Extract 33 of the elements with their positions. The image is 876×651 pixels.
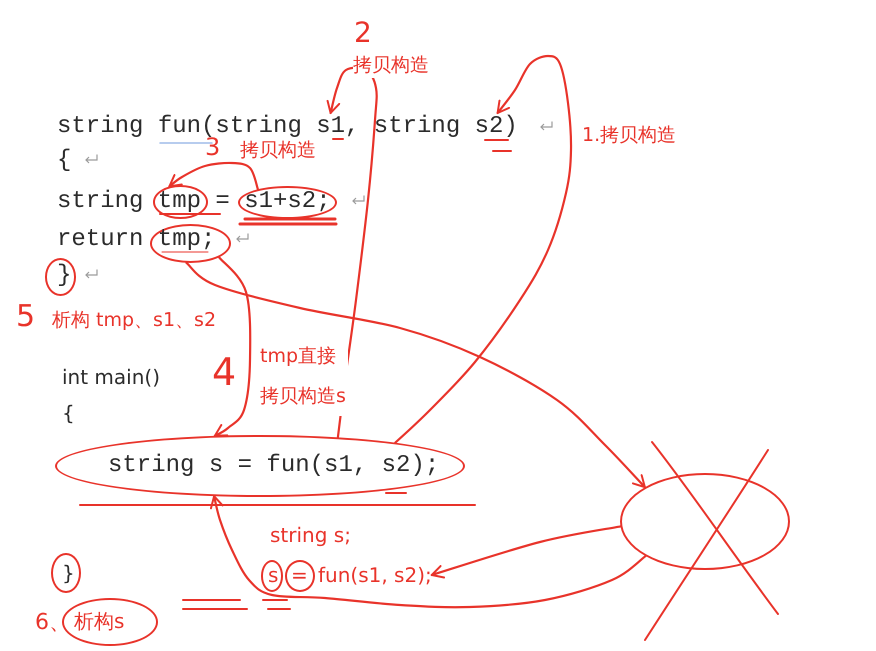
circled-code-token: tmp; <box>150 224 232 263</box>
circled-code-token: tmp <box>152 185 208 219</box>
code-text: , string <box>345 113 460 141</box>
circled-code-token: } <box>51 553 81 593</box>
arrow <box>168 162 259 190</box>
arrow <box>394 54 572 444</box>
step-number: 5 <box>16 300 36 334</box>
arrow <box>214 256 252 437</box>
oval-outline <box>620 473 790 570</box>
code-text: ) <box>503 113 518 141</box>
annotation-text: 析构 tmp、s1、s2 <box>52 308 216 333</box>
edge-label: 拷贝构造 <box>353 52 429 78</box>
circled-code-token: s <box>261 560 284 592</box>
edge-label: 拷贝构造 <box>240 138 316 162</box>
code-text: string <box>57 188 144 216</box>
code-text: = <box>215 188 230 216</box>
step-number: 4 <box>212 350 236 394</box>
circled-code-token: } <box>45 258 76 296</box>
code-text: string s; <box>270 522 351 548</box>
code-token: s1 <box>316 113 345 141</box>
circled-annotation: 析构s <box>62 598 158 646</box>
code-text: fun(s1, s2); <box>318 562 432 588</box>
code-token: s2 <box>474 113 504 141</box>
code-text: { <box>62 400 75 426</box>
code-text: return <box>57 226 144 254</box>
arrow <box>185 262 646 488</box>
arrow <box>210 495 647 608</box>
circled-code-token: s1+s2; <box>238 186 337 219</box>
circled-code-token: = <box>285 560 315 592</box>
arrow <box>430 525 622 578</box>
code-text: int main() <box>62 364 160 390</box>
code-text: { <box>57 147 72 175</box>
step-number: 2 <box>354 20 372 46</box>
